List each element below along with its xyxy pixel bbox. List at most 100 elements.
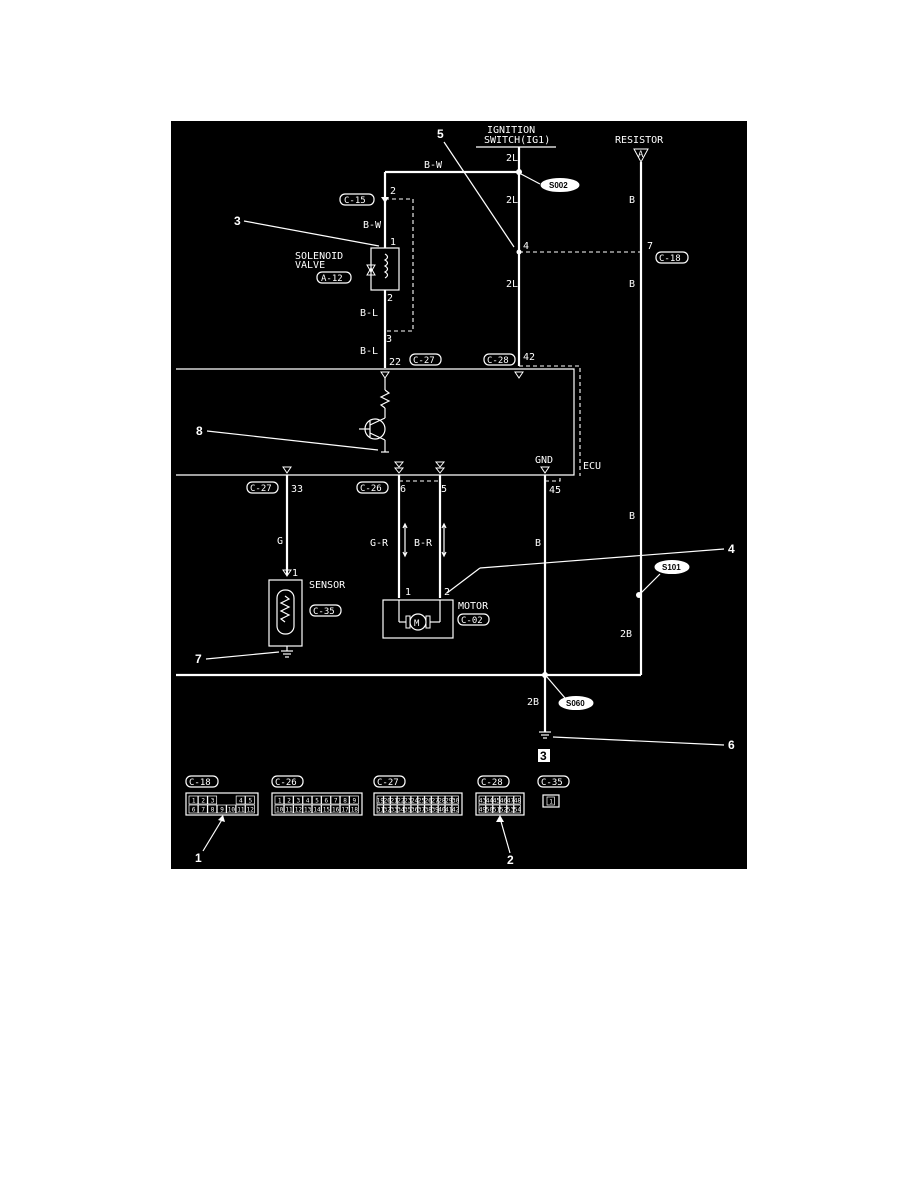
ground-point-label: 3 bbox=[540, 749, 547, 763]
resistor-ref-triangle bbox=[633, 148, 649, 164]
wire-label-2l-3: 2L bbox=[506, 279, 518, 290]
legend-c26-pin: 3 bbox=[297, 798, 301, 805]
legend-c27-cell bbox=[390, 804, 398, 814]
pin-sensor-1: 1 bbox=[292, 568, 298, 579]
sensor-element bbox=[276, 589, 295, 635]
legend-c28-cell bbox=[506, 804, 514, 814]
legend-c26-pin: 4 bbox=[306, 798, 310, 805]
legend-c18-pin: 12 bbox=[247, 807, 255, 814]
s101-leader bbox=[640, 573, 661, 594]
legend-c18-cell bbox=[198, 804, 208, 814]
legend-c28-pin: 48 bbox=[514, 798, 522, 805]
legend-c18-cell bbox=[235, 804, 246, 814]
callout-1: 1 bbox=[195, 851, 202, 865]
legend-c27-pin: 35 bbox=[404, 807, 412, 814]
callout-7-leader bbox=[205, 651, 280, 660]
legend-c27-cell bbox=[444, 804, 452, 814]
wire-label-br: B-R bbox=[414, 538, 433, 549]
legend-c27-pin: 26 bbox=[425, 798, 433, 805]
legend-c27-pin: 38 bbox=[425, 807, 433, 814]
legend-c35-tag bbox=[537, 775, 570, 788]
legend-c26-pin: 5 bbox=[315, 798, 319, 805]
legend-c28-cell bbox=[478, 795, 486, 805]
legend-c18-pin: 7 bbox=[201, 807, 205, 814]
legend-c27-pin: 30 bbox=[452, 798, 460, 805]
legend-c26-pin: 9 bbox=[353, 798, 357, 805]
connector-c18-top-label: C-18 bbox=[659, 254, 681, 264]
callout-6: 6 bbox=[728, 738, 735, 752]
legend-c18-pin: 4 bbox=[239, 798, 243, 805]
wire-label-b-right-1: B bbox=[629, 195, 635, 206]
legend-c27-cell bbox=[438, 804, 446, 814]
pin-marker-ecu-22 bbox=[380, 371, 390, 379]
connector-c27-bot-label: C-27 bbox=[250, 484, 272, 494]
pin-c18-4: 4 bbox=[523, 241, 529, 252]
legend-c18-cell bbox=[226, 804, 236, 814]
wire-label-bl-1: B-L bbox=[360, 308, 378, 319]
legend-c18-pin: 1 bbox=[192, 798, 196, 805]
legend-c28-pin: 50 bbox=[486, 807, 494, 814]
legend-c27-cell bbox=[451, 795, 459, 805]
legend-c27-cell bbox=[410, 795, 418, 805]
legend-c27-label: C-27 bbox=[377, 778, 399, 788]
legend-c18-pin: 3 bbox=[211, 798, 215, 805]
callout-3: 3 bbox=[234, 214, 241, 228]
sensor-label: SENSOR bbox=[309, 580, 346, 591]
legend-c26-cell bbox=[283, 795, 294, 805]
connector-c26-bot-label: C-26 bbox=[360, 484, 382, 494]
legend-c27-pin: 25 bbox=[418, 798, 426, 805]
legend-c27-cell bbox=[451, 804, 459, 814]
pin-ecu-5: 5 bbox=[441, 484, 447, 495]
wire-label-2b-right: 2B bbox=[620, 629, 632, 640]
legend-c35-label: C-35 bbox=[541, 778, 563, 788]
resistor-label: RESISTOR bbox=[615, 135, 664, 146]
legend-c18-cell bbox=[216, 804, 227, 814]
legend-c26-face bbox=[271, 792, 363, 816]
pin-marker-ecu-33 bbox=[282, 466, 292, 474]
legend-c27-pin: 31 bbox=[377, 807, 385, 814]
legend-c35-face bbox=[542, 794, 560, 808]
legend-c26-pin: 2 bbox=[287, 798, 291, 805]
legend-c26-cell bbox=[293, 804, 303, 814]
legend-c27-cell bbox=[431, 795, 439, 805]
legend-c18-tag bbox=[185, 775, 219, 788]
wire-label-b-gnd: B bbox=[535, 538, 541, 549]
connector-c26-bot bbox=[356, 481, 389, 494]
legend-c27-cell bbox=[403, 795, 411, 805]
callout-2-arrow bbox=[496, 815, 504, 822]
motor-symbol: M bbox=[414, 619, 420, 629]
legend-c26-pin: 1 bbox=[278, 798, 282, 805]
legend-c27-pin: 37 bbox=[418, 807, 426, 814]
pin-ecu-6: 6 bbox=[400, 484, 406, 495]
pin-ecu-45: 45 bbox=[549, 485, 561, 496]
legend-c35: C-35 1 bbox=[537, 775, 570, 808]
resistor-icon bbox=[379, 389, 391, 409]
connector-c27-bot bbox=[246, 481, 279, 494]
legend-c27-cell bbox=[397, 795, 405, 805]
legend-c26-cell bbox=[349, 795, 359, 805]
legend-c26-label: C-26 bbox=[275, 778, 297, 788]
legend-c28-cell bbox=[506, 795, 514, 805]
callout-6-leader bbox=[552, 736, 725, 746]
ignition-label-2: SWITCH(IG1) bbox=[484, 135, 550, 146]
legend-c18-pin: 8 bbox=[211, 807, 215, 814]
legend-c28-cell bbox=[485, 795, 493, 805]
legend-c18-cell bbox=[207, 804, 218, 814]
legend-c26-pin: 13 bbox=[304, 807, 312, 814]
motor-body bbox=[382, 599, 454, 639]
legend-c26-pin: 7 bbox=[334, 798, 338, 805]
legend-c28-pin: 43 bbox=[479, 798, 487, 805]
legend-c26-cell bbox=[274, 804, 285, 814]
solenoid-label-2: VALVE bbox=[295, 260, 325, 271]
legend-c27-cell bbox=[410, 804, 418, 814]
legend-c27-pin: 21 bbox=[390, 798, 398, 805]
legend-c26-cell bbox=[330, 795, 341, 805]
legend-c28-cell bbox=[492, 795, 500, 805]
wire-label-gr: G-R bbox=[370, 538, 389, 549]
legend-c27-pin: 27 bbox=[431, 798, 439, 805]
